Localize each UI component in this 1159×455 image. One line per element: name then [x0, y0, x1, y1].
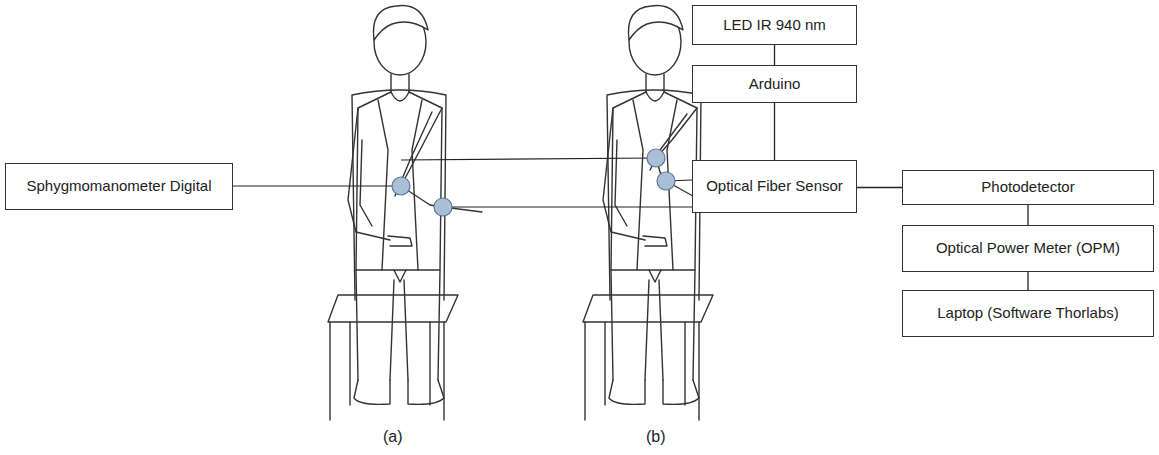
- process-box: Laptop (Software Thorlabs): [902, 290, 1154, 337]
- panel-label: (a): [381, 428, 405, 446]
- process-box: Arduino: [692, 65, 857, 103]
- panel-label: (b): [644, 428, 668, 446]
- box-label: Optical Fiber Sensor: [706, 177, 843, 196]
- box-label: Laptop (Software Thorlabs): [937, 304, 1119, 323]
- process-box: Sphygmomanometer Digital: [5, 163, 233, 210]
- connector-line: [857, 187, 902, 188]
- connector-line: [1027, 205, 1028, 225]
- connector-line: [1027, 272, 1028, 290]
- process-box: Optical Fiber Sensor: [692, 160, 857, 213]
- box-label: Arduino: [749, 75, 801, 94]
- box-label: Optical Power Meter (OPM): [936, 239, 1120, 258]
- process-box: LED IR 940 nm: [692, 5, 857, 45]
- connector-line: [774, 45, 775, 65]
- connector-line: [774, 103, 775, 160]
- process-box: Optical Power Meter (OPM): [902, 225, 1154, 272]
- box-label: Photodetector: [981, 178, 1074, 197]
- box-label: LED IR 940 nm: [723, 16, 826, 35]
- process-box: Photodetector: [902, 170, 1154, 205]
- box-label: Sphygmomanometer Digital: [26, 177, 211, 196]
